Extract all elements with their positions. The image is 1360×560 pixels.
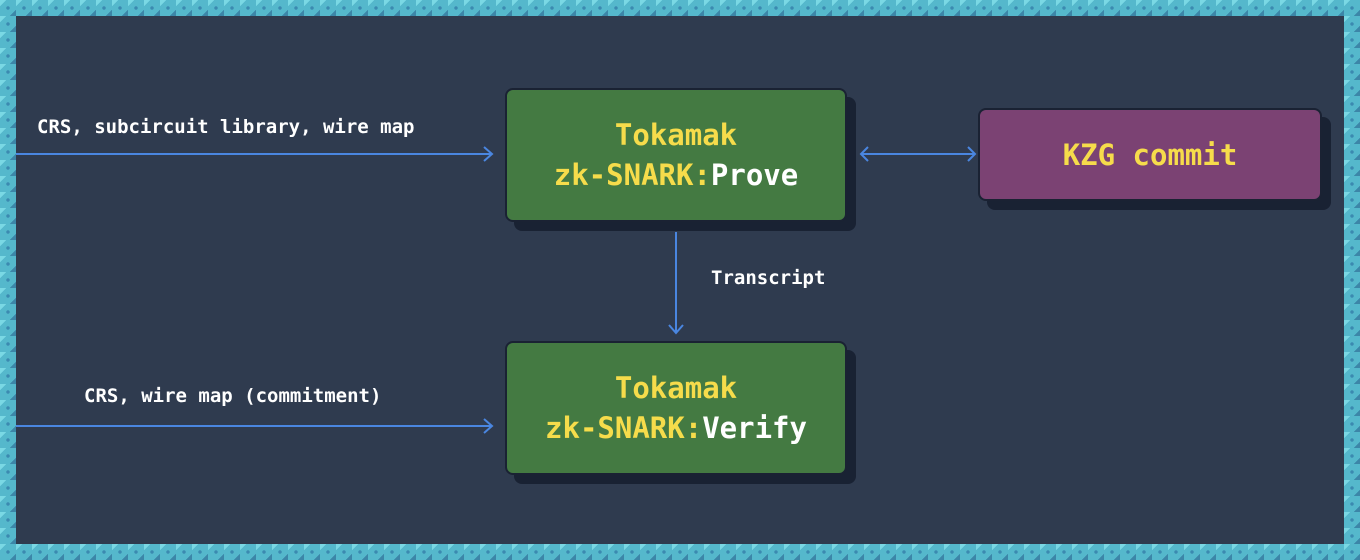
node-prove-prefix: zk-SNARK: — [553, 158, 711, 192]
edge-label-verify-input: CRS, wire map (commitment) — [84, 385, 382, 407]
node-kzg-label: KZG commit — [1062, 137, 1238, 172]
node-verify-prefix: zk-SNARK: — [545, 411, 703, 445]
border-bottom — [0, 544, 1360, 560]
node-kzg-commit[interactable]: KZG commit — [978, 108, 1322, 201]
node-verify-title: Tokamak — [614, 371, 738, 405]
node-verify-action: Verify — [702, 411, 807, 445]
border-top — [0, 0, 1360, 16]
border-left — [0, 0, 16, 560]
node-prove[interactable]: Tokamak zk-SNARK:Prove — [505, 88, 847, 222]
node-verify[interactable]: Tokamak zk-SNARK:Verify — [505, 341, 847, 475]
node-prove-action: Prove — [710, 158, 799, 192]
arrowhead-verify-input — [483, 418, 494, 434]
arrowhead-transcript — [668, 324, 684, 335]
edge-label-prove-input: CRS, subcircuit library, wire map — [37, 116, 415, 138]
border-right — [1344, 0, 1360, 560]
arrowhead-kzg-right — [967, 146, 977, 162]
edge-label-transcript: Transcript — [711, 267, 826, 289]
node-prove-title: Tokamak — [614, 118, 738, 152]
arrowhead-kzg-left — [859, 146, 869, 162]
arrowhead-prove-input — [483, 146, 494, 162]
